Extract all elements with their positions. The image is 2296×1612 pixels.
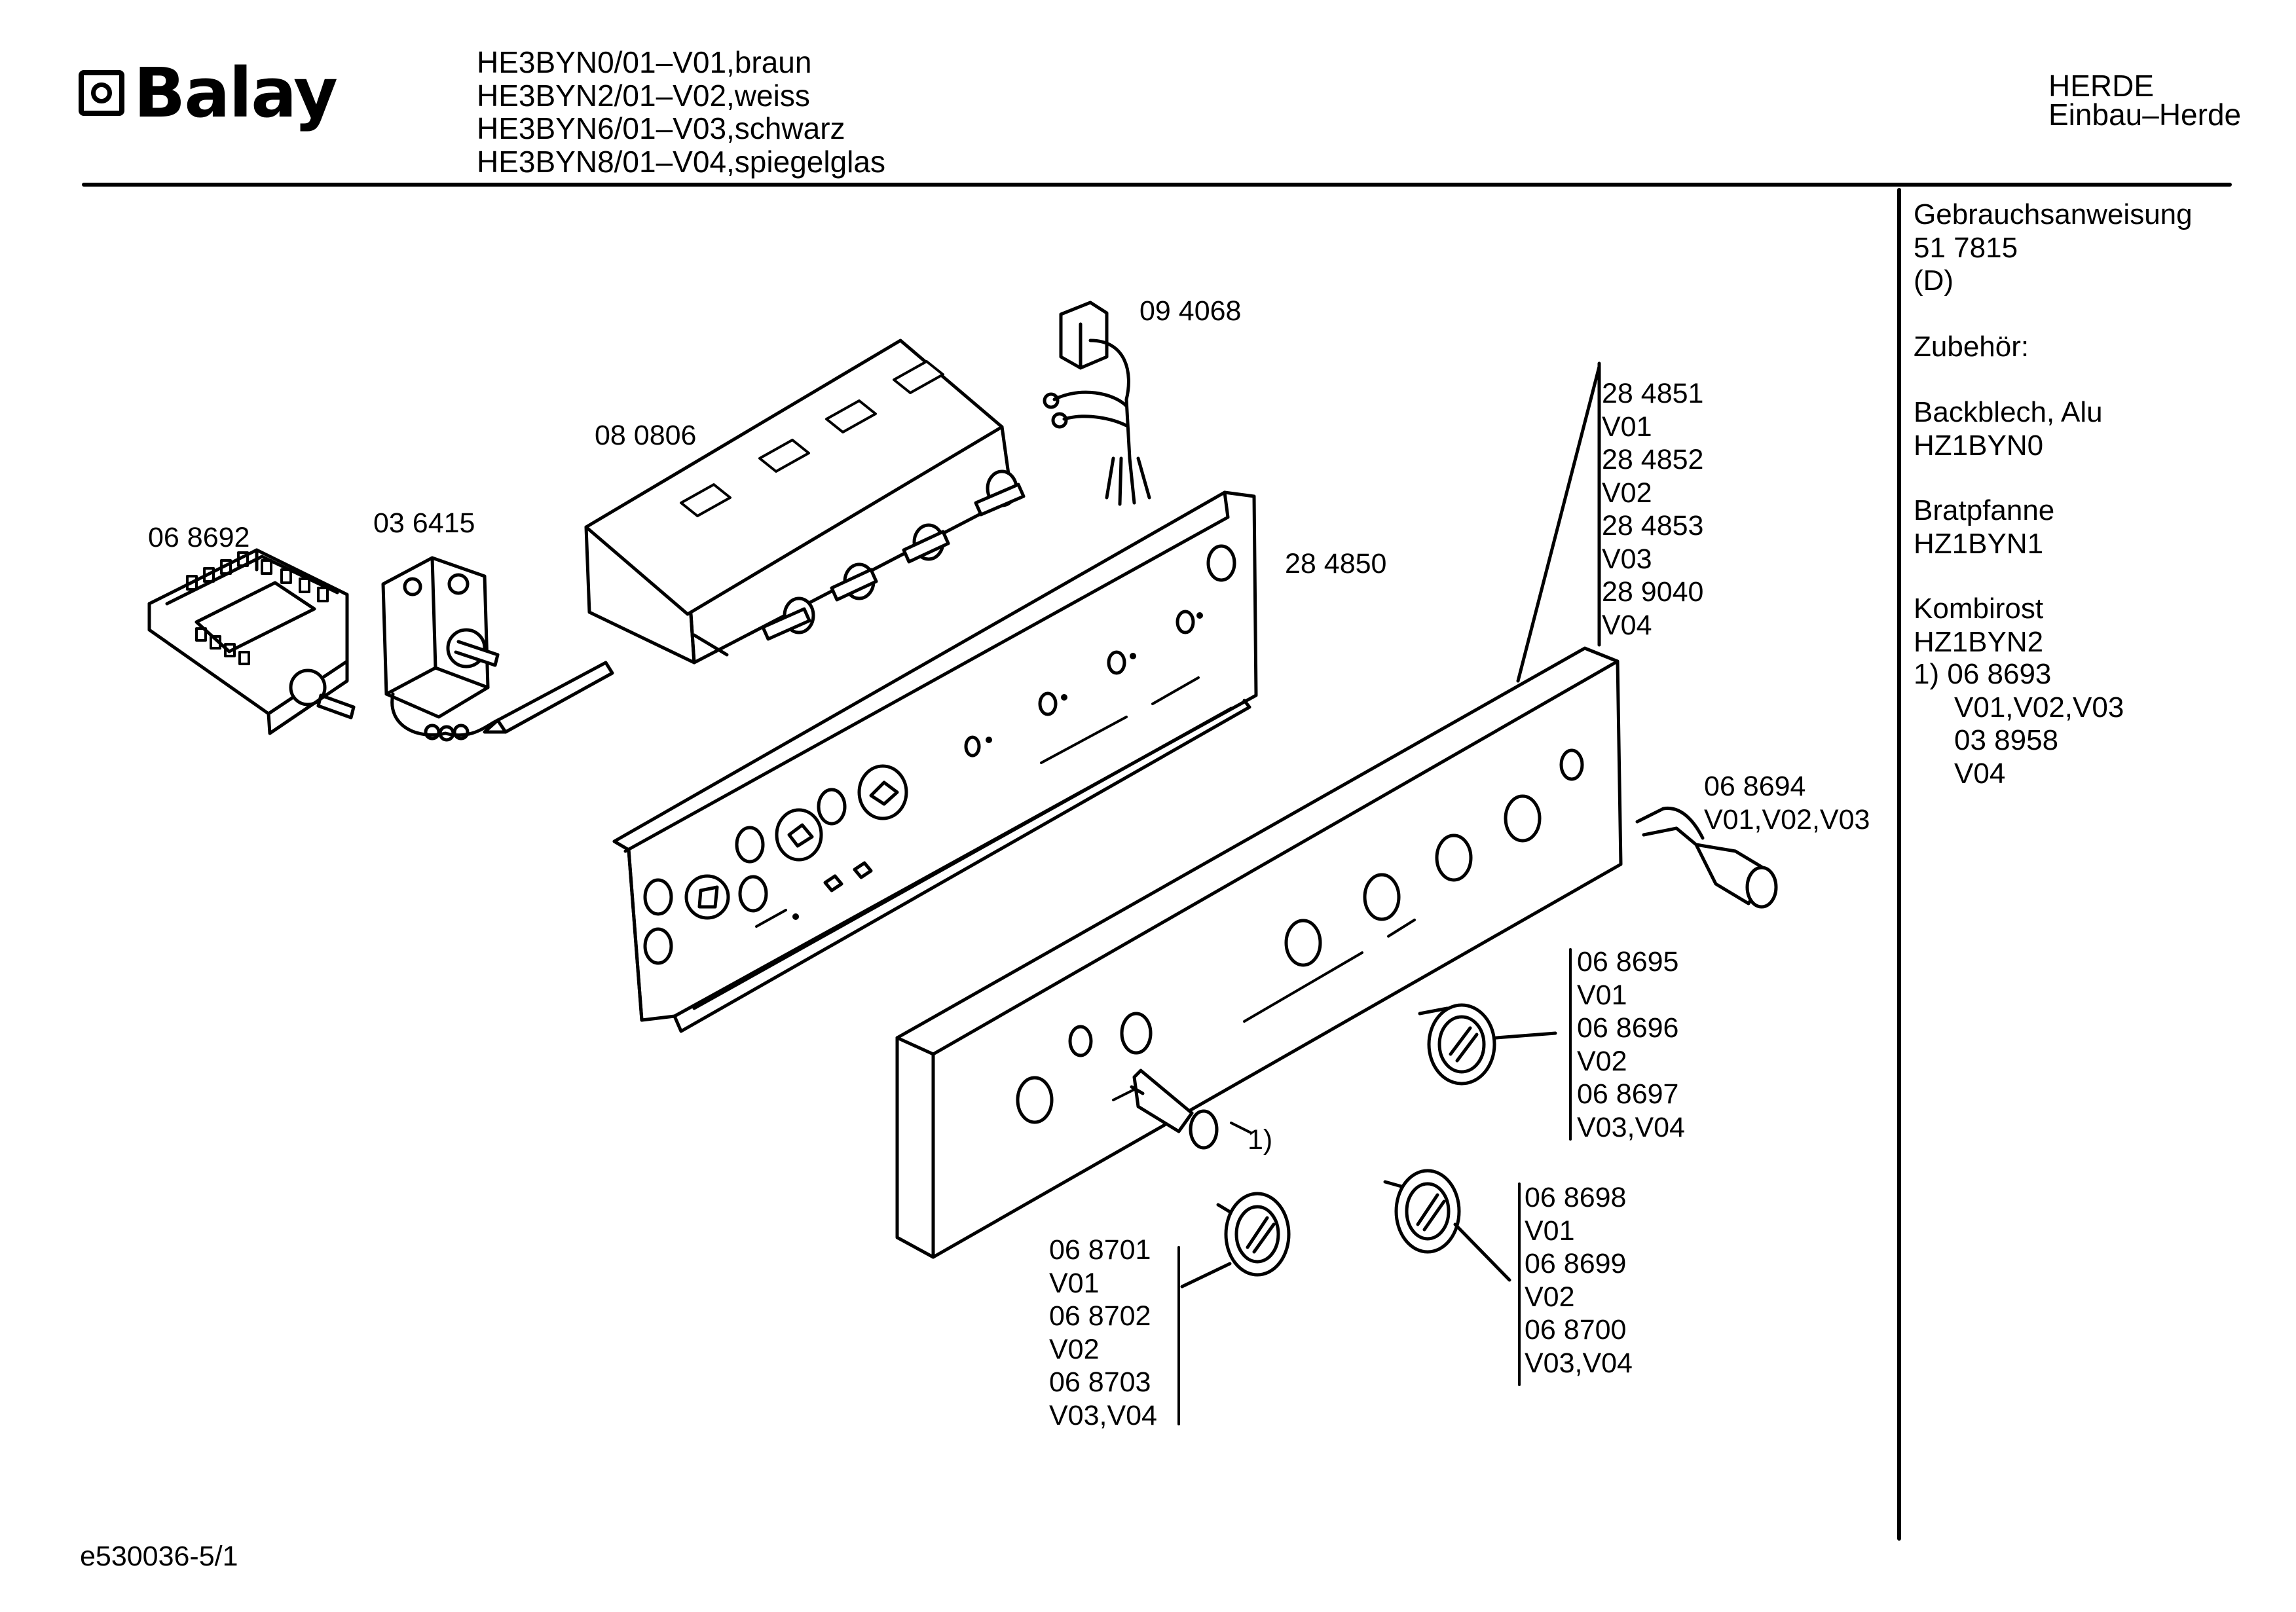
knob-part-line: V03,V04 (1525, 1347, 1633, 1379)
knob-part-line: V02 (1049, 1333, 1100, 1365)
accessory-name: Bratpfanne (1914, 494, 2055, 526)
panel-part-line: V04 (1602, 609, 1652, 641)
knob-part-line: 06 8695 (1577, 946, 1679, 978)
lamp-leader (1230, 1122, 1252, 1134)
knob-part-line: 06 8697 (1577, 1078, 1679, 1110)
category-title: HERDE (2048, 69, 2155, 103)
lamp-code: 06 8694 (1704, 771, 1806, 802)
panel-part-line: 28 9040 (1602, 576, 1704, 608)
panel-part-list: 28 4851 V01 28 4852 V02 28 4853 V03 28 9… (1602, 380, 1703, 644)
footnote-line: V04 (1954, 757, 2006, 790)
accessory-item: Backblech, Alu HZ1BYN0 (1914, 398, 2103, 464)
knob-part-line: 06 8696 (1577, 1012, 1679, 1044)
panel-part-line: V02 (1602, 477, 1652, 509)
knob-part-line: 06 8700 (1525, 1314, 1627, 1346)
lamp-variants: V01,V02,V03 (1704, 803, 1870, 835)
knob-part-line: V01 (1525, 1215, 1575, 1247)
drawing-id: e530036-5/1 (80, 1541, 238, 1572)
part-label-036415: 03 6415 (373, 507, 475, 539)
lamp-part-label: 06 8694 V01,V02,V03 (1704, 773, 1870, 839)
brand-logo-icon (79, 70, 124, 116)
footnote-line: 03 8958 (1954, 724, 2059, 756)
model-line: HE3BYN0/01–V01,braun (477, 45, 812, 79)
accessory-code: HZ1BYN2 (1914, 625, 2044, 658)
knob-part-line: V02 (1525, 1281, 1575, 1313)
knob-a-part-list: 06 8695 V01 06 8696 V02 06 8697 V03,V04 (1577, 948, 1685, 1146)
category-subtitle: Einbau–Herde (2048, 98, 2242, 132)
accessories-label: Zubehör: (1914, 331, 2029, 363)
model-line: HE3BYN2/01–V02,weiss (477, 78, 810, 113)
part-label-284850: 28 4850 (1285, 548, 1387, 579)
knob-part-line: 06 8703 (1049, 1366, 1151, 1398)
panel-part-line: 28 4853 (1602, 510, 1704, 541)
knob-c-part-list: 06 8701 V01 06 8702 V02 06 8703 V03,V04 (1049, 1236, 1157, 1435)
panel-lamp-drawing (1130, 1069, 1219, 1150)
accessory-item: Kombirost HZ1BYN2 (1914, 595, 2043, 661)
panel-part-line: 28 4851 (1602, 378, 1704, 409)
knob-a-drawing (1418, 1003, 1557, 1086)
model-list: HE3BYN0/01–V01,braun HE3BYN2/01–V02,weis… (477, 47, 885, 179)
panel-part-line: 28 4852 (1602, 444, 1704, 475)
model-line: HE3BYN8/01–V04,spiegelglas (477, 144, 885, 179)
sidebar-manual: Gebrauchsanweisung 51 7815 (D) (1914, 200, 2193, 300)
connector-drawing (1043, 301, 1151, 506)
knob-part-line: V01 (1577, 979, 1627, 1011)
part-label-068692: 06 8692 (148, 522, 250, 553)
knob-part-line: V01 (1049, 1267, 1100, 1299)
accessory-code: HZ1BYN1 (1914, 527, 2044, 560)
knob-c-drawing (1180, 1192, 1291, 1289)
switch-block-drawing (584, 339, 1026, 665)
panel-leader (1516, 361, 1601, 683)
knob-b-part-list: 06 8698 V01 06 8699 V02 06 8700 V03,V04 (1525, 1184, 1633, 1382)
model-line: HE3BYN6/01–V03,schwarz (477, 111, 845, 145)
manual-language: (D) (1914, 265, 1954, 297)
accessory-name: Backblech, Alu (1914, 396, 2103, 428)
front-panel-drawing (895, 646, 1623, 1259)
manual-number: 51 7815 (1914, 231, 2018, 264)
accessory-name: Kombirost (1914, 593, 2044, 625)
accessory-code: HZ1BYN0 (1914, 429, 2044, 462)
manual-label: Gebrauchsanweisung (1914, 198, 2193, 230)
front-frame-drawing (612, 490, 1258, 1033)
selector-switch-drawing (147, 548, 356, 735)
knob-part-line: 06 8702 (1049, 1300, 1151, 1332)
part-label-080806: 08 0806 (595, 420, 697, 451)
knob-part-line: 06 8699 (1525, 1248, 1627, 1279)
brand-name: Balay (134, 53, 338, 133)
brand-logo: Balay (79, 53, 338, 133)
sidebar-footnote: 1) 06 8693 V01,V02,V03 03 8958 V04 (1914, 660, 2124, 792)
knob-part-line: 06 8698 (1525, 1182, 1627, 1213)
part-label-094068: 09 4068 (1139, 295, 1242, 327)
knob-part-line: V03,V04 (1049, 1399, 1157, 1431)
panel-part-line: V03 (1602, 543, 1652, 575)
panel-part-line: V01 (1602, 411, 1652, 443)
footnote-line: 1) 06 8693 (1914, 658, 2052, 690)
footnote-line: V01,V02,V03 (1954, 691, 2124, 724)
lamp-drawing (1635, 807, 1778, 909)
knob-part-line: 06 8701 (1049, 1234, 1151, 1266)
knob-part-line: V02 (1577, 1045, 1627, 1077)
knob-b-drawing (1383, 1169, 1511, 1282)
knob-part-line: V03,V04 (1577, 1111, 1685, 1143)
footnote-marker: 1) (1248, 1124, 1273, 1156)
accessory-item: Bratpfanne HZ1BYN1 (1914, 496, 2054, 562)
thermostat-drawing (381, 556, 614, 742)
